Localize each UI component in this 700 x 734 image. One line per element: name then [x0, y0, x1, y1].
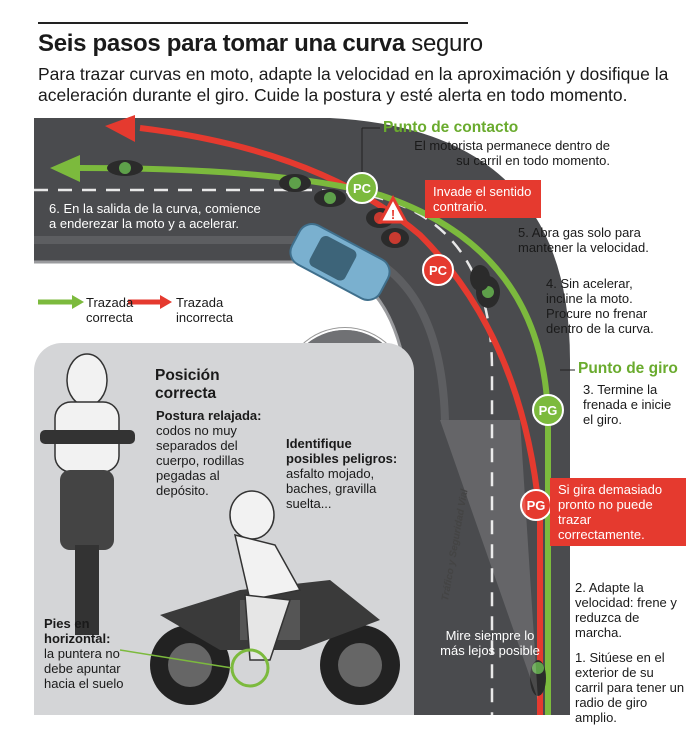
posture-feet-text: la puntera no debe apuntar hacia el suel… — [44, 646, 124, 691]
invade-warning: Invade el sentido contrario. — [425, 180, 541, 218]
pc-red-marker — [422, 254, 454, 286]
legend-incorrect-label: Trazada incorrecta — [176, 295, 234, 325]
incorrect-arrowhead — [105, 115, 135, 142]
correct-arrowhead — [50, 155, 80, 182]
page-title: Seis pasos para tomar una curva seguro — [38, 30, 483, 57]
top-rule — [38, 22, 468, 24]
pg-red-marker-label: PG — [527, 498, 546, 513]
pc-green-marker — [346, 172, 378, 204]
bike-contact-2 — [314, 189, 346, 207]
step-4: 4. Sin acelerar, incline la moto. Procur… — [546, 276, 654, 336]
contact-point-text: El motorista permanece dentro de su carr… — [414, 138, 610, 168]
contact-point-title: Punto de contacto — [383, 119, 519, 136]
legend-correct-label: Trazada correcta — [86, 295, 134, 325]
posture-relaxed-text: codos no muy separados del cuerpo, rodil… — [156, 423, 245, 498]
svg-text:!: ! — [391, 207, 395, 222]
step-3: 3. Termine la frenada e inicie el giro. — [583, 382, 672, 427]
bike-red-2 — [381, 228, 409, 248]
hazards-body: asfalto mojado, baches, gravilla suelta.… — [286, 466, 377, 511]
rider-front — [40, 353, 135, 635]
posture-title: Posición correcta — [155, 367, 220, 402]
hazards-text: Identifique posibles peligros: asfalto m… — [286, 436, 406, 511]
legend-incorrect-head — [160, 295, 172, 309]
step-1: 1. Sitúese en el exterior de su carril p… — [575, 650, 685, 725]
pg-green-marker — [532, 394, 564, 426]
posture-feet: Pies en horizontal: la puntera no debe a… — [44, 616, 124, 691]
step-5: 5. Abra gas solo para mantener la veloci… — [518, 225, 649, 255]
rider-side — [229, 490, 302, 688]
hazards-title: Identifique posibles peligros: — [286, 436, 398, 466]
warning-icon — [377, 194, 409, 224]
incorrect-path — [139, 125, 543, 715]
bike-step5 — [470, 265, 490, 291]
look-far-text: Mire siempre lo más lejos posible — [440, 628, 540, 658]
step-2: 2. Adapte la velocidad: frene y reduzca … — [575, 580, 677, 640]
bike-exit — [107, 160, 143, 176]
turn-point-title: Punto de giro — [578, 360, 678, 377]
correct-path — [79, 165, 551, 715]
step-6: 6. En la salida de la curva, comience a … — [49, 201, 261, 231]
pc-red-marker-label: PC — [429, 263, 448, 278]
legend-correct-head — [72, 295, 84, 309]
too-early-warning: Si gira demasiado pronto no puede trazar… — [550, 478, 686, 546]
posture-relaxed: Postura relajada: codos no muy separados… — [156, 408, 266, 498]
intro-text: Para trazar curvas en moto, adapte la ve… — [38, 64, 669, 105]
pc-green-marker-label: PC — [353, 181, 372, 196]
sight-cone — [440, 420, 538, 700]
posture-relaxed-title: Postura relajada: — [156, 408, 262, 423]
pg-green-marker-label: PG — [539, 403, 558, 418]
bike-start — [530, 660, 546, 696]
bike-contact-1 — [279, 174, 311, 192]
leader-feet — [119, 649, 233, 669]
posture-feet-title: Pies en horizontal: — [44, 616, 111, 646]
car — [289, 223, 391, 301]
